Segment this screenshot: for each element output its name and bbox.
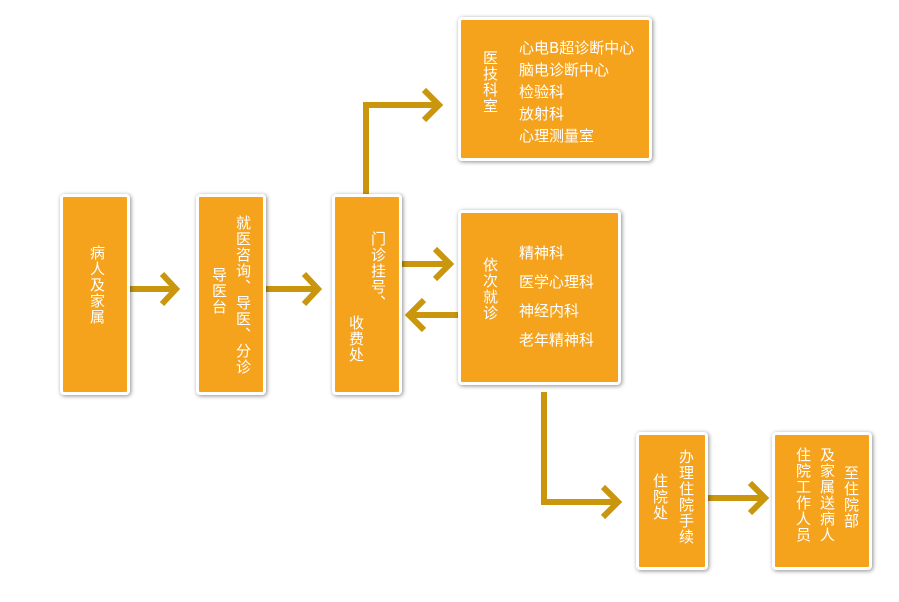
node-inpatient-label: 住院处 xyxy=(651,473,669,521)
medtech-item: 脑电诊断中心 xyxy=(519,61,610,79)
node-visit-title: 依次就诊 xyxy=(481,257,499,321)
node-medtech-title: 医技科室 xyxy=(481,50,499,114)
arrow-inpatient-to-ward xyxy=(708,480,770,516)
node-registration-text: 门诊挂号、 xyxy=(369,231,387,311)
node-patient-text: 病人及家属 xyxy=(88,245,106,325)
arrow-visit-to-registration xyxy=(404,297,458,333)
node-guide-desk-label: 导医台 xyxy=(210,267,228,315)
node-inpatient-office: 办理住院手续 住院处 xyxy=(636,432,708,570)
visit-list: 精神科 医学心理科 神经内科 老年精神科 xyxy=(519,239,594,355)
node-guide-desk: 就医咨询、导医、分诊 导医台 xyxy=(196,194,266,395)
node-patient: 病人及家属 xyxy=(60,194,130,395)
arrow-guide-to-registration xyxy=(266,271,323,307)
medtech-item: 心电B超诊断中心 xyxy=(519,39,635,57)
visit-item: 老年精神科 xyxy=(519,331,595,349)
arrow-registration-to-visit xyxy=(402,246,455,282)
node-ward-text-1: 至住院部 xyxy=(842,465,860,529)
arrow-patient-to-guide xyxy=(130,271,181,307)
node-registration: 门诊挂号、 收费处 xyxy=(332,194,402,395)
medtech-item: 检验科 xyxy=(519,83,565,101)
visit-item: 精神科 xyxy=(519,244,565,262)
medtech-item: 放射科 xyxy=(519,105,565,123)
medtech-list: 心电B超诊断中心 脑电诊断中心 检验科 放射科 心理测量室 xyxy=(519,37,634,147)
node-guide-desk-text: 就医咨询、导医、分诊 xyxy=(234,215,252,375)
visit-item: 神经内科 xyxy=(519,302,580,320)
visit-item: 医学心理科 xyxy=(519,273,595,291)
node-registration-label: 收费处 xyxy=(347,315,365,363)
node-ward: 至住院部 及家属送病人 住院工作人员 xyxy=(772,432,872,570)
node-inpatient-text: 办理住院手续 xyxy=(677,449,695,545)
medtech-item: 心理测量室 xyxy=(519,127,595,145)
arrow-visit-to-inpatient xyxy=(541,392,623,520)
node-ward-text-3: 住院工作人员 xyxy=(794,447,812,543)
arrow-registration-to-medtech xyxy=(363,87,444,194)
node-visit-departments: 依次就诊 精神科 医学心理科 神经内科 老年精神科 xyxy=(458,210,621,385)
node-medtech-departments: 医技科室 心电B超诊断中心 脑电诊断中心 检验科 放射科 心理测量室 xyxy=(458,17,652,161)
node-ward-text-2: 及家属送病人 xyxy=(818,447,836,543)
